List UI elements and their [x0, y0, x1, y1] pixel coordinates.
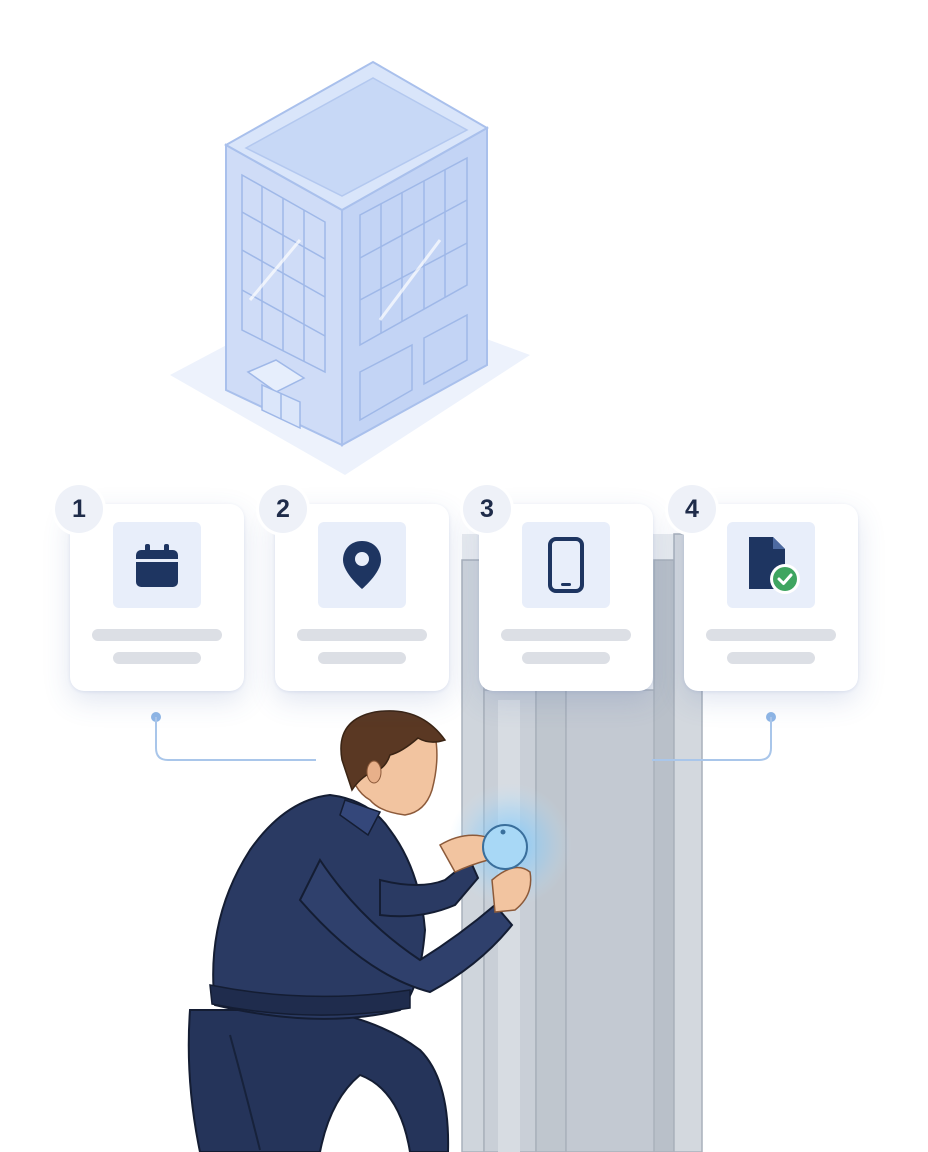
step-card-2[interactable] — [275, 504, 449, 691]
location-pin-icon — [343, 541, 381, 589]
placeholder-bar — [297, 629, 427, 641]
connector-lines — [151, 712, 776, 761]
placeholder-bar — [522, 652, 610, 664]
placeholder-bar — [727, 652, 815, 664]
smartphone-icon — [548, 537, 584, 593]
step-card-1[interactable] — [70, 504, 244, 691]
placeholder-bar — [92, 629, 222, 641]
step-card-4[interactable] — [684, 504, 858, 691]
step-number-3: 3 — [463, 485, 511, 533]
placeholder-bar — [113, 652, 201, 664]
step-card-3[interactable] — [479, 504, 653, 691]
placeholder-bar — [501, 629, 631, 641]
step-number-1: 1 — [55, 485, 103, 533]
placeholder-bar — [318, 652, 406, 664]
icon-tile — [727, 522, 815, 608]
office-building — [170, 60, 530, 475]
step-number-2: 2 — [259, 485, 307, 533]
technician — [187, 710, 532, 1152]
icon-tile — [522, 522, 610, 608]
placeholder-bar — [706, 629, 836, 641]
step-number-4: 4 — [668, 485, 716, 533]
icon-tile — [113, 522, 201, 608]
document-check-icon — [749, 537, 800, 594]
icon-tile — [318, 522, 406, 608]
calendar-icon — [136, 544, 178, 587]
